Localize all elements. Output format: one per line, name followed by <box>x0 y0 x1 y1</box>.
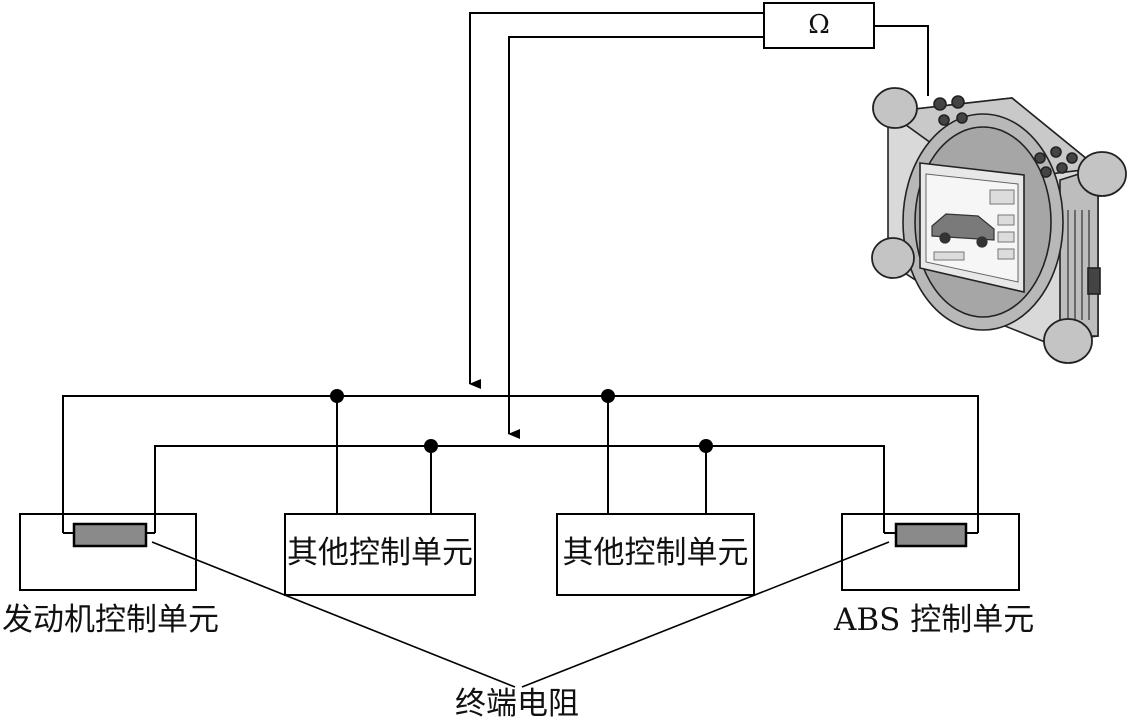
leader-line-left <box>151 541 516 688</box>
junction-dot <box>601 389 615 403</box>
terminating-resistor-label: 终端电阻 <box>455 686 579 722</box>
other-control-unit-box-2 <box>556 513 755 596</box>
tester-side-port <box>1087 267 1101 295</box>
engine-terminating-resistor <box>72 522 148 548</box>
bumper-top-right <box>1077 151 1127 197</box>
probe-lead-high <box>469 12 764 389</box>
car-icon <box>931 213 995 248</box>
junction-dot <box>424 439 438 453</box>
bus-line-high <box>62 395 979 533</box>
other-control-unit-label-2: 其他控制单元 <box>562 535 749 571</box>
other-control-unit-label-1: 其他控制单元 <box>287 535 473 571</box>
screen-ui-blocks <box>933 189 1015 261</box>
leader-line-right <box>521 541 890 688</box>
junction-dots <box>330 389 713 453</box>
bus-wiring <box>62 395 979 534</box>
probe-lead-tester <box>874 25 929 96</box>
abs-control-unit-label: ABS 控制单元 <box>834 602 1035 638</box>
abs-control-unit-box <box>841 513 1020 591</box>
engine-control-unit-box <box>19 513 197 591</box>
tester-top-connectors <box>933 95 1078 178</box>
bumper-bottom-right <box>1043 318 1093 364</box>
diagnostic-tester-illustration <box>871 87 1127 364</box>
junction-dot <box>330 389 344 403</box>
meter-probe-leads <box>469 12 929 439</box>
bus-line-low <box>154 445 885 533</box>
tester-side-slots <box>1067 210 1090 320</box>
ohmmeter-box <box>763 2 875 49</box>
caption-leader-lines <box>151 541 890 688</box>
engine-control-unit-label: 发动机控制单元 <box>2 602 219 638</box>
other-control-unit-box-1 <box>284 513 476 596</box>
ohmmeter-symbol: Ω <box>808 10 830 40</box>
bumper-bottom-left <box>871 237 915 279</box>
abs-terminating-resistor <box>894 522 968 548</box>
bumper-top-left <box>872 87 918 129</box>
tester-corner-bumpers <box>871 87 1127 364</box>
probe-lead-low <box>508 36 764 439</box>
control-unit-boxes <box>19 513 1020 596</box>
junction-dot <box>699 439 713 453</box>
